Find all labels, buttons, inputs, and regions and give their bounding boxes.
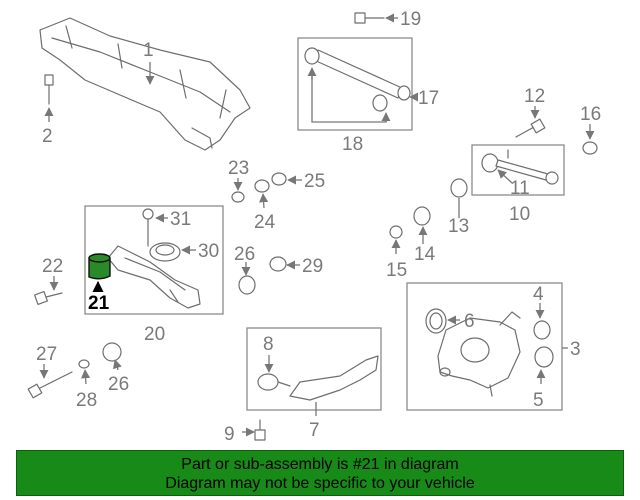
callout-4: 4 [533,284,544,305]
callout-26-upper: 26 [234,244,255,265]
bushing-14 [413,206,431,226]
bushing-26-upper [238,275,256,295]
nut-24 [254,179,270,193]
bushing-16 [582,141,598,155]
callout-12: 12 [524,86,545,107]
callout-20: 20 [144,324,165,345]
callout-26-lower: 26 [108,374,129,395]
callout-30: 30 [198,241,219,262]
group-box-3 [406,282,563,411]
callout-5: 5 [533,390,544,411]
bolt-12 [515,118,546,138]
lower-control-arm [107,242,201,309]
bushing-26-lower [102,342,122,362]
washer-23 [231,191,245,203]
callout-29: 29 [302,256,323,277]
stabilizer-link-11 [481,149,559,185]
callout-19: 19 [400,9,421,30]
bolt-27 [27,371,73,399]
callout-21: 21 [88,293,110,314]
footer-line-2: Diagram may not be specific to your vehi… [165,475,475,492]
trailing-arm [257,355,379,401]
nut-15 [389,225,403,239]
bolt-19 [354,12,385,24]
bushing-13 [450,178,468,198]
callout-1: 1 [143,40,154,61]
bolt-9 [254,419,266,441]
strut-31 [142,208,154,247]
callout-11: 11 [510,178,530,199]
nut-29 [269,256,287,272]
callout-27: 27 [36,344,57,365]
callout-17: 17 [418,88,439,109]
group-box-18 [297,37,413,131]
subframe-bolt [44,74,54,105]
callout-13: 13 [448,216,469,237]
callout-7: 7 [309,420,320,441]
group-box-10 [471,144,565,196]
callout-6: 6 [464,311,475,332]
callout-15: 15 [386,260,407,281]
nut-25 [271,172,287,186]
footer-banner: Part or sub-assembly is #21 in diagram D… [16,450,624,496]
callout-9: 9 [224,424,235,445]
subframe-crossmember [39,17,251,151]
callout-24: 24 [254,212,276,233]
callout-3: 3 [570,339,581,360]
lateral-link-17 [304,47,411,112]
callout-31: 31 [170,209,191,230]
callout-16: 16 [580,104,601,125]
callout-10: 10 [509,204,530,225]
group-box-7 [246,327,382,411]
group-box-20 [84,205,224,315]
parts-diagram: 1 2 19 17 18 12 16 11 10 [27,9,601,445]
callout-8: 8 [263,334,274,355]
callout-14: 14 [414,244,436,265]
callout-18: 18 [342,134,363,155]
footer-line-1: Part or sub-assembly is #21 in diagram [181,456,459,473]
rear-knuckle [425,308,554,397]
callout-22: 22 [42,256,63,277]
bolt-22 [33,290,63,306]
bushing-21-highlighted [88,253,111,280]
callout-23: 23 [228,158,249,179]
callout-25: 25 [304,171,325,192]
callout-28: 28 [76,390,97,411]
callout-2: 2 [42,126,53,147]
washer-28 [78,359,90,369]
